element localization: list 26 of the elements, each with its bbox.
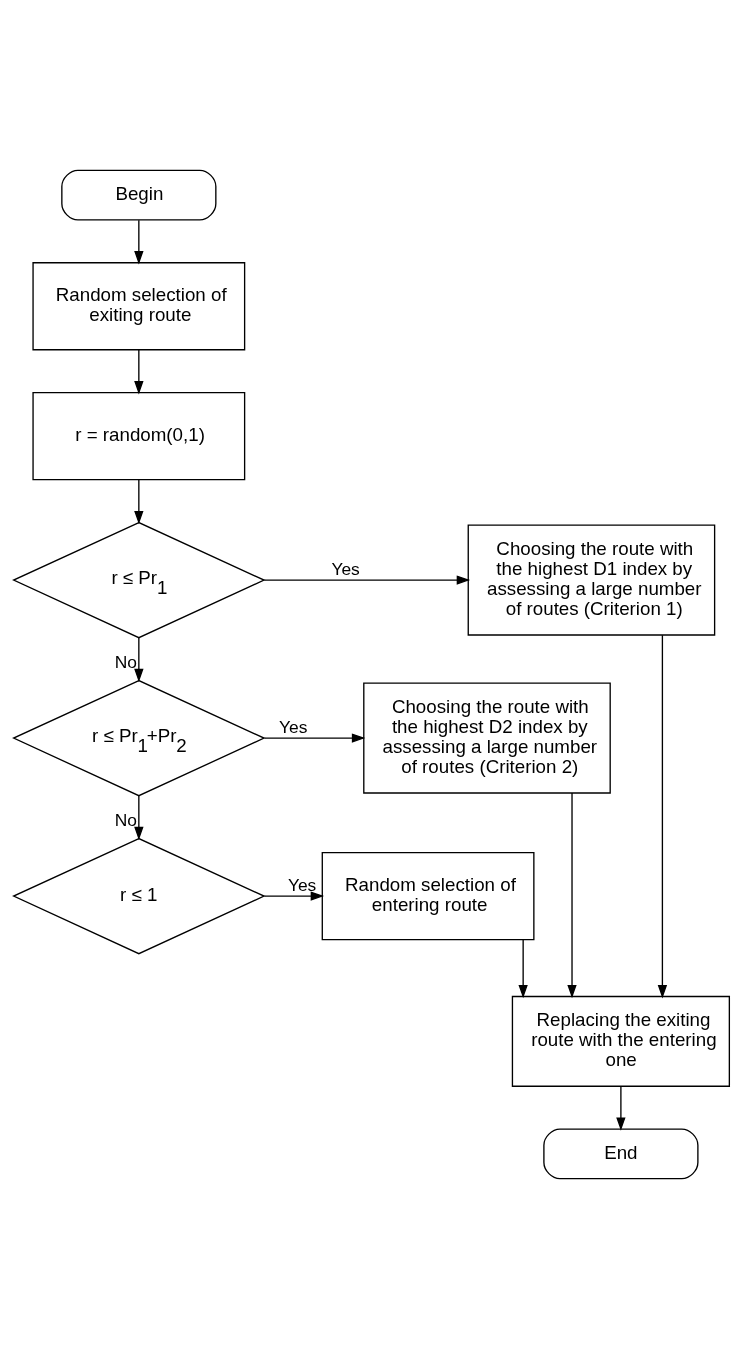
node-box: r = random(0,1) [32,391,246,480]
edge-label: Yes [287,874,317,895]
arrow [134,794,144,840]
arrow [134,478,144,524]
arrow [134,348,144,394]
arrow [263,574,471,585]
node-box: End [543,1127,699,1179]
edge-label: Yes [331,558,360,579]
edge-label: Yes [279,716,308,737]
arrow [263,890,325,901]
arrow [518,938,528,998]
node-box: Begin [61,169,217,221]
arrow [567,791,577,998]
arrow [657,634,668,998]
arrow [134,219,144,264]
node-box: Replacing the exiting route with the entering one [511,995,731,1087]
edge-label: No [114,809,137,830]
node-box: Random selection of entering route [321,851,535,940]
node-box: Choosing the route with the highest D1 index by assessing a large number of routes (Criterion 1) [467,524,716,636]
node-diamond: r ≤ 1 [12,837,266,954]
arrow [616,1085,626,1131]
node-box: Choosing the route with the highest D2 index by assessing a large number of routes (Criterion 2) [363,682,611,794]
edge-label: No [114,651,137,672]
node-box: Random selection of exiting route [32,261,246,350]
arrow [134,636,144,682]
arrow [263,732,366,743]
